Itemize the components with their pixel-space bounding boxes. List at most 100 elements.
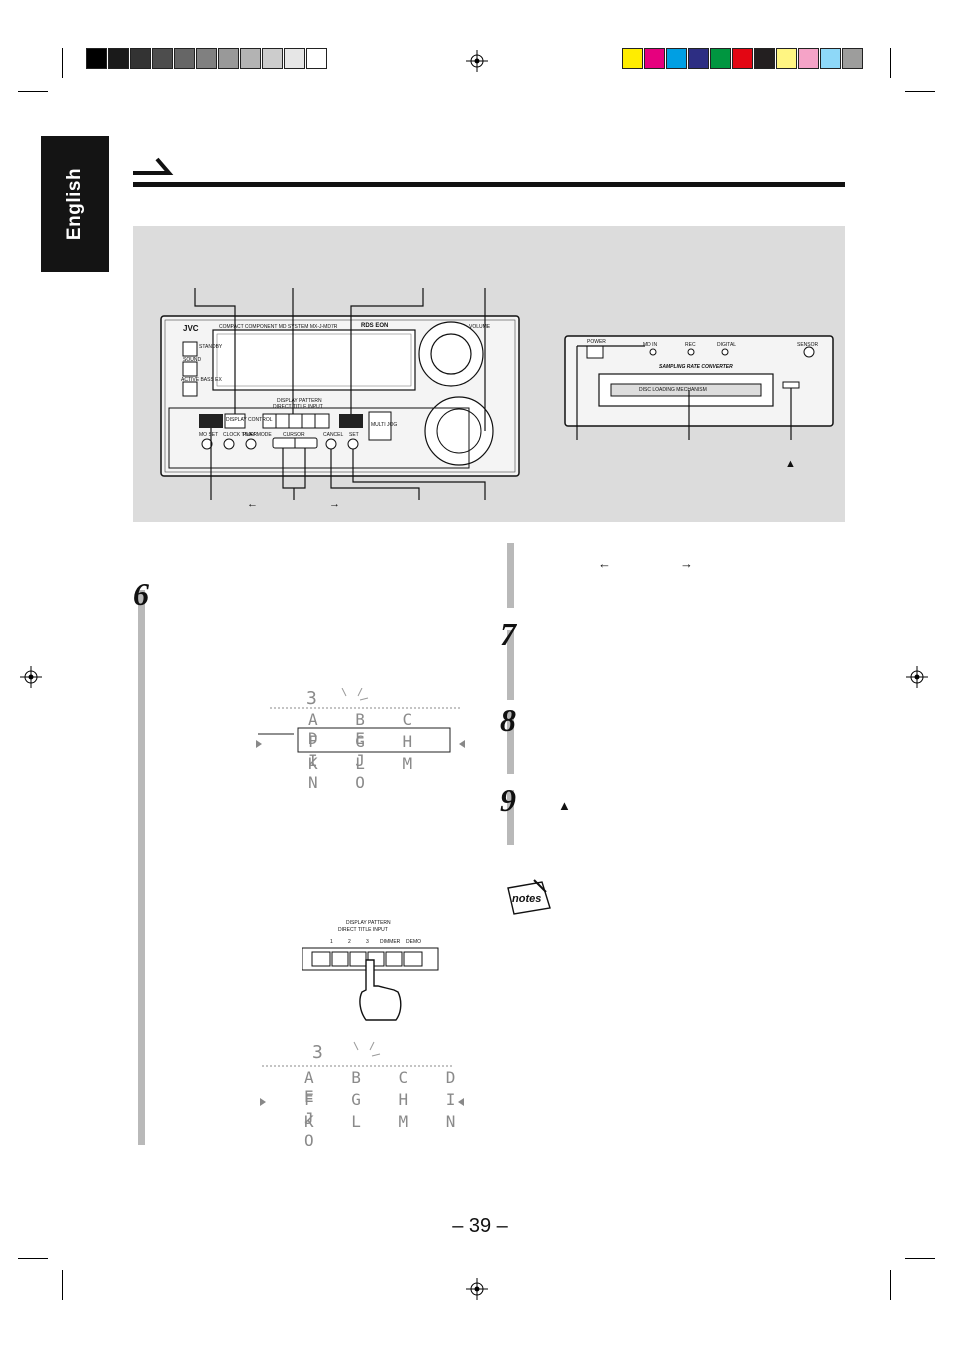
panel-number-1: 1	[330, 939, 333, 945]
button-panel-illustration: DISPLAY PATTERN DIRECT TITLE INPUT 1 2 3…	[302, 920, 440, 1030]
display-pattern-label: DISPLAY PATTERN	[277, 398, 322, 404]
color-swatch	[776, 48, 797, 69]
panel-direct-title-label: DIRECT TITLE INPUT	[338, 927, 388, 933]
display-two-row-1: A B C D E	[304, 1068, 470, 1106]
step7-bar	[507, 630, 514, 700]
display-illustration-2: 3 A B C D E F G H I J K L M N O	[242, 1040, 472, 1150]
color-swatch	[710, 48, 731, 69]
cancel-label: CANCEL	[323, 432, 344, 438]
display-row-3: K L M N O	[308, 754, 427, 792]
crop-mark	[18, 91, 48, 92]
language-label: English	[64, 167, 85, 241]
multi-jog-label: MULTI JOG	[371, 422, 398, 428]
display-indicator: 3	[306, 688, 331, 709]
md-digital-label: DIGITAL	[717, 342, 737, 348]
clock-timer-label: CLOCK TIMER	[223, 432, 258, 438]
step7-number: 7	[500, 616, 516, 652]
set-label: SET	[349, 432, 359, 438]
grayscale-swatch	[152, 48, 173, 69]
notes-icon: notes	[504, 878, 554, 916]
color-swatch	[644, 48, 665, 69]
loading-label: DISC LOADING MECHANISM	[639, 387, 707, 393]
panel-demo-label: DEMO	[406, 939, 421, 945]
registration-mark-icon	[906, 666, 928, 688]
display-illustration-1: 3 A B C D E F G H I J K L M N O	[250, 688, 470, 792]
color-swatch	[842, 48, 863, 69]
step8-bar	[507, 712, 514, 774]
grayscale-swatch	[306, 48, 327, 69]
display-two-row-2: F G H I J	[304, 1090, 470, 1128]
panel-dimmer-label: DIMMER	[380, 939, 401, 945]
panel-number-2: 2	[348, 939, 351, 945]
figure-illustration	[160, 288, 834, 500]
step6-number: 6	[133, 576, 149, 612]
md-sensor-label: SENSOR	[797, 342, 819, 348]
color-swatch	[622, 48, 643, 69]
grayscale-swatch	[240, 48, 261, 69]
md-power-label: POWER	[587, 339, 606, 345]
color-swatch	[688, 48, 709, 69]
display-row-1: A B C D E	[308, 710, 427, 748]
grayscale-swatch	[284, 48, 305, 69]
cursor-label: CURSOR	[283, 432, 305, 438]
notes-label: notes	[512, 893, 542, 905]
grayscale-swatch	[130, 48, 151, 69]
color-swatch	[732, 48, 753, 69]
play-mode-label: PLAY MODE	[243, 432, 272, 438]
registration-mark-icon	[466, 1278, 488, 1300]
crop-mark	[905, 1258, 935, 1259]
figure-panel: JVC COMPACT COMPONENT MD SYSTEM MX-J-MD7…	[133, 226, 845, 522]
step9-bar	[507, 790, 514, 845]
grayscale-swatch	[196, 48, 217, 69]
title-rule	[133, 182, 845, 187]
display-control-label: DISPLAY CONTROL	[226, 417, 273, 423]
color-swatch	[666, 48, 687, 69]
crop-mark	[890, 1270, 891, 1300]
md-rec-label: REC	[685, 342, 696, 348]
display-row-2: F G H I J	[308, 732, 427, 770]
panel-number-3: 3	[366, 939, 369, 945]
arrow-right-label: →	[329, 498, 340, 510]
eject-icon: ▲	[558, 798, 571, 813]
color-swatch	[798, 48, 819, 69]
grayscale-swatch	[86, 48, 107, 69]
brand-label: JVC	[183, 324, 199, 333]
color-swatch	[754, 48, 775, 69]
language-tab: English	[41, 136, 109, 272]
step-arrow-left: ←	[598, 556, 611, 571]
sound-label: SOUND	[183, 357, 202, 363]
crop-mark	[890, 48, 891, 78]
grayscale-swatch	[262, 48, 283, 69]
standby-label: STANDBY	[199, 344, 223, 350]
color-swatch	[820, 48, 841, 69]
volume-label: VOLUME	[469, 324, 491, 330]
active-bass-label: ACTIVE BASS EX	[181, 377, 222, 383]
registration-mark-icon	[466, 50, 488, 72]
crop-mark	[62, 48, 63, 78]
arrow-left-label: ←	[247, 498, 258, 510]
section-arrow-icon	[133, 157, 174, 175]
step-continuation-bar	[507, 543, 514, 608]
crop-mark	[62, 1270, 63, 1300]
rds-logo: RDS EON	[361, 323, 389, 329]
step9-number: 9	[500, 782, 516, 818]
grayscale-swatch	[174, 48, 195, 69]
step6-bar	[138, 590, 145, 1145]
registration-mark-icon	[20, 666, 42, 688]
crop-mark	[18, 1258, 48, 1259]
sampling-label: SAMPLING RATE CONVERTER	[659, 364, 733, 370]
step8-number: 8	[500, 702, 516, 738]
mo-set-label: MO SET	[199, 432, 219, 438]
grayscale-swatch	[218, 48, 239, 69]
step-arrow-right: →	[680, 556, 693, 571]
grayscale-swatch	[108, 48, 129, 69]
crop-mark	[905, 91, 935, 92]
page-number: – 39 –	[452, 1215, 508, 1237]
display-two-indicator: 3	[312, 1042, 337, 1063]
direct-title-input-label: DIRECT TITLE INPUT	[273, 404, 323, 410]
md-in-label: MD IN	[643, 342, 658, 348]
md-eject-icon: ▲	[785, 458, 796, 470]
display-two-row-3: K L M N O	[304, 1112, 470, 1150]
model-line: COMPACT COMPONENT MD SYSTEM MX-J-MD7R	[219, 324, 338, 330]
panel-display-pattern-label: DISPLAY PATTERN	[346, 920, 391, 926]
